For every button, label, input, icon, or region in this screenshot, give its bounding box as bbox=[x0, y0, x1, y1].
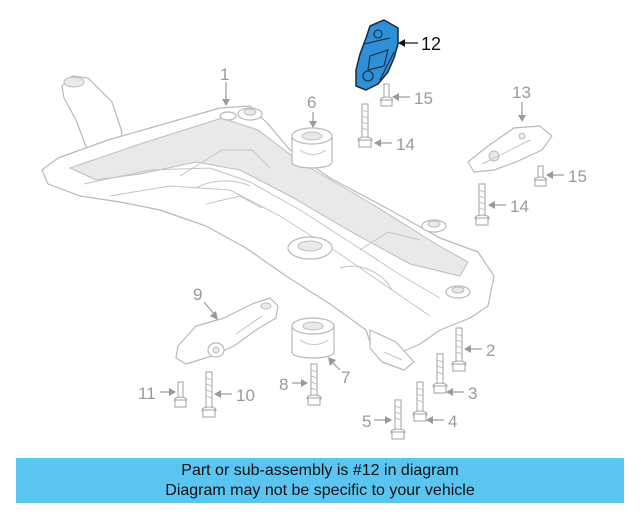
callout-9: 9 bbox=[193, 285, 202, 304]
callout-1: 1 bbox=[220, 65, 229, 84]
callout-5: 5 bbox=[362, 412, 371, 431]
bolt-11 bbox=[173, 381, 188, 408]
mount-bracket-13 bbox=[467, 125, 553, 173]
bolt-10 bbox=[201, 371, 217, 418]
callout-2: 2 bbox=[486, 341, 495, 360]
banner-line-1: Part or sub-assembly is #12 in diagram bbox=[181, 461, 459, 479]
bolt-15-right bbox=[533, 165, 548, 187]
torque-mount-9 bbox=[175, 297, 279, 365]
callout-3: 3 bbox=[468, 384, 477, 403]
callout-13: 13 bbox=[512, 83, 531, 102]
callout-4: 4 bbox=[448, 412, 457, 431]
callout-15-top: 15 bbox=[414, 89, 433, 108]
banner-line-2: Diagram may not be specific to your vehi… bbox=[165, 481, 475, 499]
bolt-15-top bbox=[379, 83, 394, 107]
callout-11: 11 bbox=[138, 384, 156, 403]
callout-14-upper: 14 bbox=[396, 135, 415, 154]
info-banner: Part or sub-assembly is #12 in diagram D… bbox=[16, 458, 624, 503]
bolt-5 bbox=[390, 399, 406, 440]
subframe-crossmember bbox=[41, 75, 495, 371]
callout-15-right: 15 bbox=[568, 167, 587, 186]
bolt-3 bbox=[432, 353, 448, 394]
bolt-8 bbox=[306, 363, 322, 406]
bolt-14-upper bbox=[357, 103, 373, 148]
mount-bushing-7 bbox=[291, 317, 335, 359]
callout-7: 7 bbox=[341, 368, 350, 387]
bolt-14-right bbox=[474, 183, 490, 226]
callout-12: 12 bbox=[421, 34, 441, 54]
parts-diagram: 1 2 3 4 5 6 7 8 9 10 11 12 13 14 14 15 1… bbox=[41, 19, 587, 440]
callout-10: 10 bbox=[236, 386, 255, 405]
callout-8: 8 bbox=[279, 375, 288, 394]
leader-lines bbox=[160, 39, 564, 424]
callout-6: 6 bbox=[307, 93, 316, 112]
bolt-4 bbox=[412, 381, 428, 422]
callout-14-right: 14 bbox=[510, 197, 529, 216]
highlighted-part-12 bbox=[355, 19, 399, 91]
bolt-2 bbox=[451, 327, 467, 372]
mount-bushing-6 bbox=[291, 127, 333, 169]
